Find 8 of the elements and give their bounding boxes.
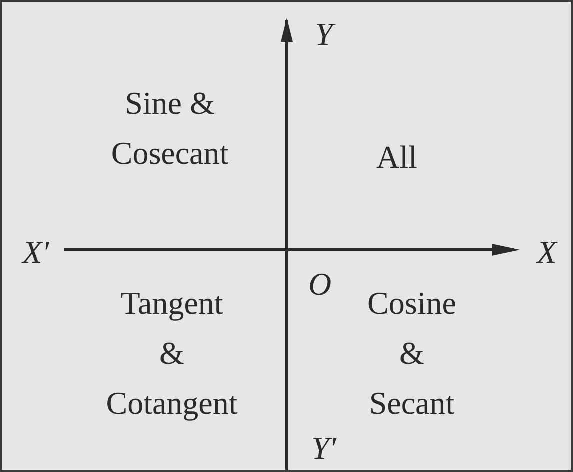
- quadrant-label: Sine & Cosecant: [111, 84, 229, 173]
- axis-label: X: [537, 234, 557, 270]
- quadrant-label: All: [376, 138, 418, 177]
- axis-label: X′: [22, 234, 50, 270]
- quadrant-label: Tangent & Cotangent: [106, 284, 238, 423]
- axis-label: O: [308, 266, 332, 302]
- axis-label: Y′: [312, 430, 336, 466]
- quadrant-label: Cosine & Secant: [368, 284, 456, 423]
